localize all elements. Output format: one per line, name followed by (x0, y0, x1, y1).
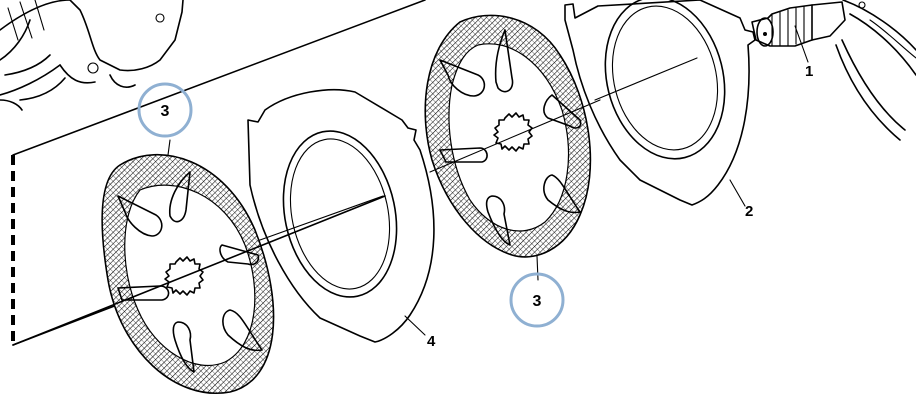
motor-housing (0, 0, 184, 111)
callout-label: 3 (161, 103, 170, 120)
part-label-1: 1 (805, 63, 813, 80)
separator-plate-2 (564, 0, 756, 207)
callout-3-bottom-right[interactable]: 3 (509, 272, 565, 328)
gear-housing-right (751, 0, 916, 141)
separator-plate-4 (247, 89, 435, 343)
callout-ring (137, 82, 193, 138)
part-label-4: 4 (427, 333, 436, 350)
axis-line (12, 195, 386, 346)
friction-disc-3-right (424, 14, 601, 281)
friction-disc-3-left (101, 139, 275, 394)
part-label-2: 2 (745, 203, 753, 220)
callout-ring (509, 272, 565, 328)
callout-label: 3 (533, 293, 542, 310)
callout-3-top-left[interactable]: 3 (137, 82, 193, 138)
